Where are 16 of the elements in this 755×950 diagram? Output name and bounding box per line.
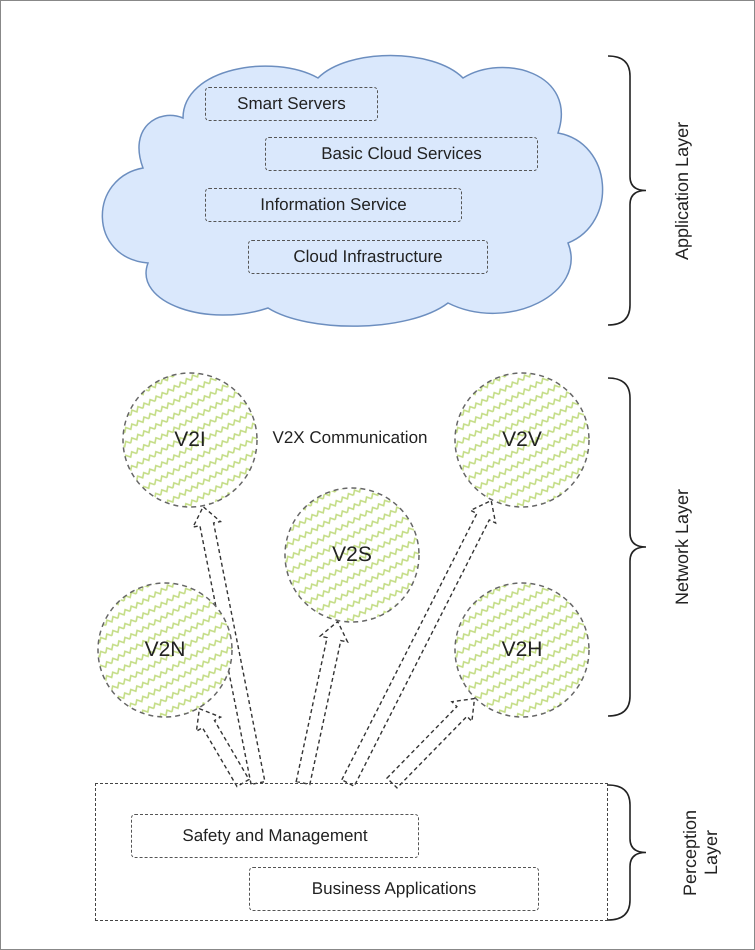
layer-label: Perception Layer <box>680 808 722 898</box>
layer-label: Network Layer <box>672 488 693 608</box>
text-box: Information Service <box>205 188 462 222</box>
container-box <box>95 783 608 921</box>
text-box: Business Applications <box>249 867 539 911</box>
text-box: Smart Servers <box>205 87 378 121</box>
text-box: Cloud Infrastructure <box>248 240 488 274</box>
arrow <box>386 698 476 789</box>
arrow <box>295 620 349 786</box>
text-box: Safety and Management <box>131 814 419 858</box>
arrow <box>340 500 497 788</box>
arrow <box>192 506 266 786</box>
layer-label: Application Layer <box>672 120 693 262</box>
text-box: Basic Cloud Services <box>265 137 538 171</box>
arrow <box>196 708 250 788</box>
caption-text: V2X Communication <box>272 428 428 449</box>
